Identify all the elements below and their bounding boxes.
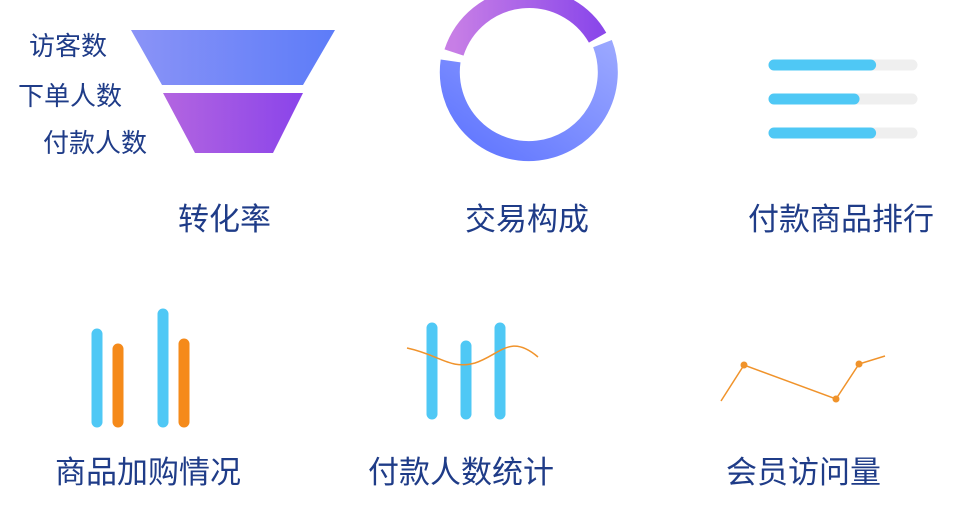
data-point bbox=[740, 361, 748, 369]
donut-icon bbox=[439, 0, 618, 162]
member-visits-tile[interactable]: 会员访问量 bbox=[640, 255, 976, 511]
trend-line bbox=[406, 345, 539, 366]
cart-additions-tile[interactable]: 商品加购情况 bbox=[0, 255, 340, 511]
payment-count-stats-tile[interactable]: 付款人数统计 bbox=[340, 255, 640, 511]
funnel-icon bbox=[131, 30, 335, 153]
funnel-label-payments: 付款人数 bbox=[43, 129, 148, 159]
ranking-bars-icon bbox=[768, 59, 918, 139]
data-point bbox=[832, 395, 840, 403]
funnel-label-orders: 下单人数 bbox=[18, 82, 123, 112]
conversion-rate-tile[interactable]: 访客数 下单人数 付款人数 转化率 bbox=[0, 0, 340, 250]
bar-line-chart-icon bbox=[406, 322, 539, 420]
line-chart-icon bbox=[720, 355, 886, 403]
funnel-stage-top bbox=[131, 30, 335, 85]
transaction-composition-tile[interactable]: 交易构成 bbox=[340, 0, 640, 250]
tile-label: 付款人数统计 bbox=[368, 455, 554, 491]
data-point bbox=[855, 360, 863, 368]
tile-label: 交易构成 bbox=[465, 202, 589, 238]
tile-label: 商品加购情况 bbox=[55, 455, 241, 491]
payment-product-ranking-tile[interactable]: 付款商品排行 bbox=[640, 0, 976, 250]
bar-chart-icon bbox=[91, 308, 190, 428]
funnel-stage-bottom bbox=[163, 93, 303, 153]
donut-segment-accent bbox=[444, 0, 607, 56]
funnel-label-visitors: 访客数 bbox=[29, 32, 108, 62]
tile-label: 付款商品排行 bbox=[748, 202, 934, 238]
tile-label: 会员访问量 bbox=[726, 455, 881, 491]
donut-segment-main bbox=[439, 40, 618, 162]
tile-label: 转化率 bbox=[178, 202, 271, 238]
